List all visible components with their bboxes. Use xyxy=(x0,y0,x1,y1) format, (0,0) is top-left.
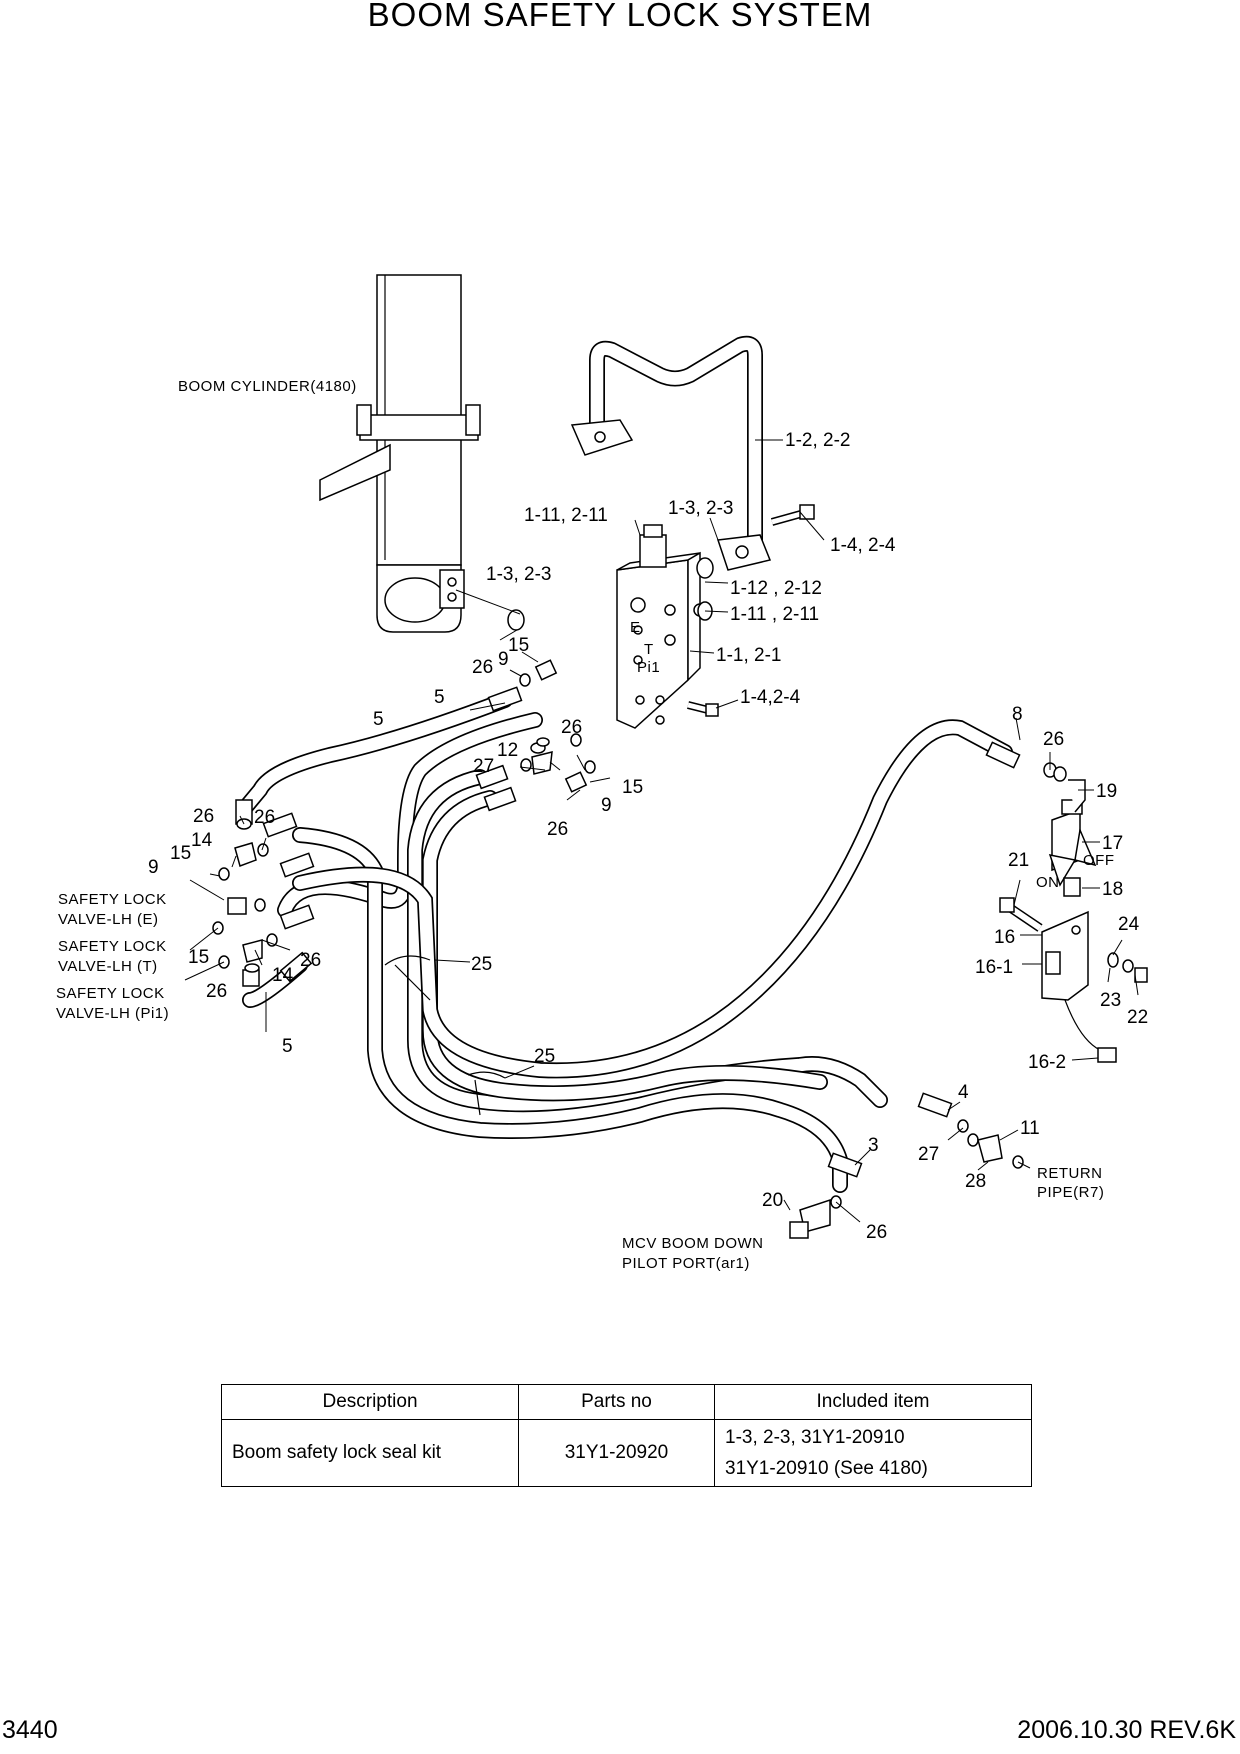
callout: 18 xyxy=(1102,879,1123,900)
callout: 26 xyxy=(866,1222,887,1243)
callout: 26 xyxy=(254,807,275,828)
callout: 25 xyxy=(471,954,492,975)
callout: 5 xyxy=(373,709,384,730)
callout: 1-3, 2-3 xyxy=(668,498,733,519)
valve-pi1-label-2: VALVE-LH (Pi1) xyxy=(56,1005,169,1022)
mcv-port-label-2: PILOT PORT(ar1) xyxy=(622,1255,750,1272)
pipe-1-2 xyxy=(570,335,772,571)
callout: 1-1, 2-1 xyxy=(716,645,781,666)
callout: 9 xyxy=(601,795,612,816)
parts-no-cell: 31Y1-20920 xyxy=(518,1419,715,1487)
callout: 15 xyxy=(170,843,191,864)
callout: 1-2, 2-2 xyxy=(785,430,850,451)
callout: 16-1 xyxy=(975,957,1013,978)
callout: 26 xyxy=(1043,729,1064,750)
valve-t-label-1: SAFETY LOCK xyxy=(58,938,167,955)
column-header-parts-no: Parts no xyxy=(518,1384,715,1420)
callout: 16-2 xyxy=(1028,1052,1066,1073)
port-pi1-label: Pi1 xyxy=(637,659,660,676)
left-fittings xyxy=(212,659,596,987)
callout: 17 xyxy=(1102,833,1123,854)
callout: 9 xyxy=(498,649,509,670)
included-item-line: 31Y1-20910 (See 4180) xyxy=(725,1458,928,1479)
boom-cylinder xyxy=(319,274,481,633)
callout: 28 xyxy=(965,1171,986,1192)
port-t-label: T xyxy=(644,641,654,658)
callout: 24 xyxy=(1118,914,1140,935)
valve-pi1-label-1: SAFETY LOCK xyxy=(56,985,165,1002)
description-cell: Boom safety lock seal kit xyxy=(221,1419,519,1487)
callout: 5 xyxy=(434,687,445,708)
callout: 23 xyxy=(1100,990,1121,1011)
callout: 26 xyxy=(561,717,582,738)
return-pipe-label-2: PIPE(R7) xyxy=(1037,1184,1104,1201)
column-header-description: Description xyxy=(221,1384,519,1420)
callout: 5 xyxy=(282,1036,293,1057)
safety-lock-valve-block: E T Pi1 xyxy=(616,524,707,729)
callout: 14 xyxy=(191,830,213,851)
included-item-line: 1-3, 2-3, 31Y1-20910 xyxy=(725,1427,905,1448)
included-item-cell: 1-3, 2-3, 31Y1-20910 31Y1-20910 (See 418… xyxy=(714,1419,1032,1487)
callout: 15 xyxy=(622,777,643,798)
switch-off-label: OFF xyxy=(1083,852,1115,869)
hose-lines xyxy=(237,692,1013,1193)
callout: 9 xyxy=(148,857,159,878)
mcv-port-label-1: MCV BOOM DOWN xyxy=(622,1235,764,1252)
column-header-included-item: Included item xyxy=(714,1384,1032,1420)
callout: 11 xyxy=(1020,1118,1040,1139)
callout: 15 xyxy=(508,635,529,656)
seal-kit-table: Description Parts no Included item Boom … xyxy=(221,1384,1032,1487)
callout: 26 xyxy=(547,819,568,840)
leader-lines xyxy=(184,439,1139,1223)
callout: 21 xyxy=(1008,850,1029,871)
callout: 26 xyxy=(472,657,493,678)
callout: 26 xyxy=(193,806,214,827)
callout: 1-12 , 2-12 xyxy=(730,578,822,599)
valve-e-label-1: SAFETY LOCK xyxy=(58,891,167,908)
callout: 15 xyxy=(188,947,209,968)
callout: 1-11 , 2-11 xyxy=(730,604,819,625)
callout: 27 xyxy=(918,1144,939,1165)
page-number: 3440 xyxy=(2,1716,58,1744)
page-title: BOOM SAFETY LOCK SYSTEM xyxy=(367,0,873,33)
switch-on-label: ON xyxy=(1036,874,1060,891)
callout: 14 xyxy=(272,965,294,986)
boom-cylinder-label: BOOM CYLINDER(4180) xyxy=(178,378,357,395)
port-e-label: E xyxy=(630,619,641,636)
callouts: 1-2, 2-2 1-11, 2-11 1-3, 2-3 1-4, 2-4 1-… xyxy=(148,430,1148,1243)
valve-t-label-2: VALVE-LH (T) xyxy=(58,958,158,975)
callout: 12 xyxy=(497,740,518,761)
callout: 1-3, 2-3 xyxy=(486,564,551,585)
valve-e-label-2: VALVE-LH (E) xyxy=(58,911,158,928)
callout: 26 xyxy=(206,981,227,1002)
switch-assembly: OFF ON xyxy=(999,762,1148,1063)
callout: 27 xyxy=(473,756,494,777)
callout: 22 xyxy=(1127,1007,1148,1028)
hose-fittings xyxy=(235,686,1021,1178)
callout: 8 xyxy=(1012,704,1023,725)
callout: 4 xyxy=(958,1082,969,1103)
callout: 16 xyxy=(994,927,1015,948)
callout: 1-4, 2-4 xyxy=(830,535,896,556)
callout: 3 xyxy=(868,1135,879,1156)
bottom-fittings xyxy=(789,1119,1024,1239)
table-header-row: Description Parts no Included item xyxy=(221,1384,1032,1420)
return-pipe-label-1: RETURN xyxy=(1037,1165,1103,1182)
callout: 26 xyxy=(300,950,321,971)
callout: 25 xyxy=(534,1046,555,1067)
callout: 1-11, 2-11 xyxy=(524,505,608,526)
callout: 19 xyxy=(1096,781,1117,802)
hose-clamps xyxy=(384,955,506,1116)
revision-date: 2006.10.30 REV.6K xyxy=(1017,1716,1236,1744)
callout: 1-4,2-4 xyxy=(740,687,801,708)
table-row: Boom safety lock seal kit 31Y1-20920 1-3… xyxy=(221,1419,1032,1487)
callout: 20 xyxy=(762,1190,783,1211)
